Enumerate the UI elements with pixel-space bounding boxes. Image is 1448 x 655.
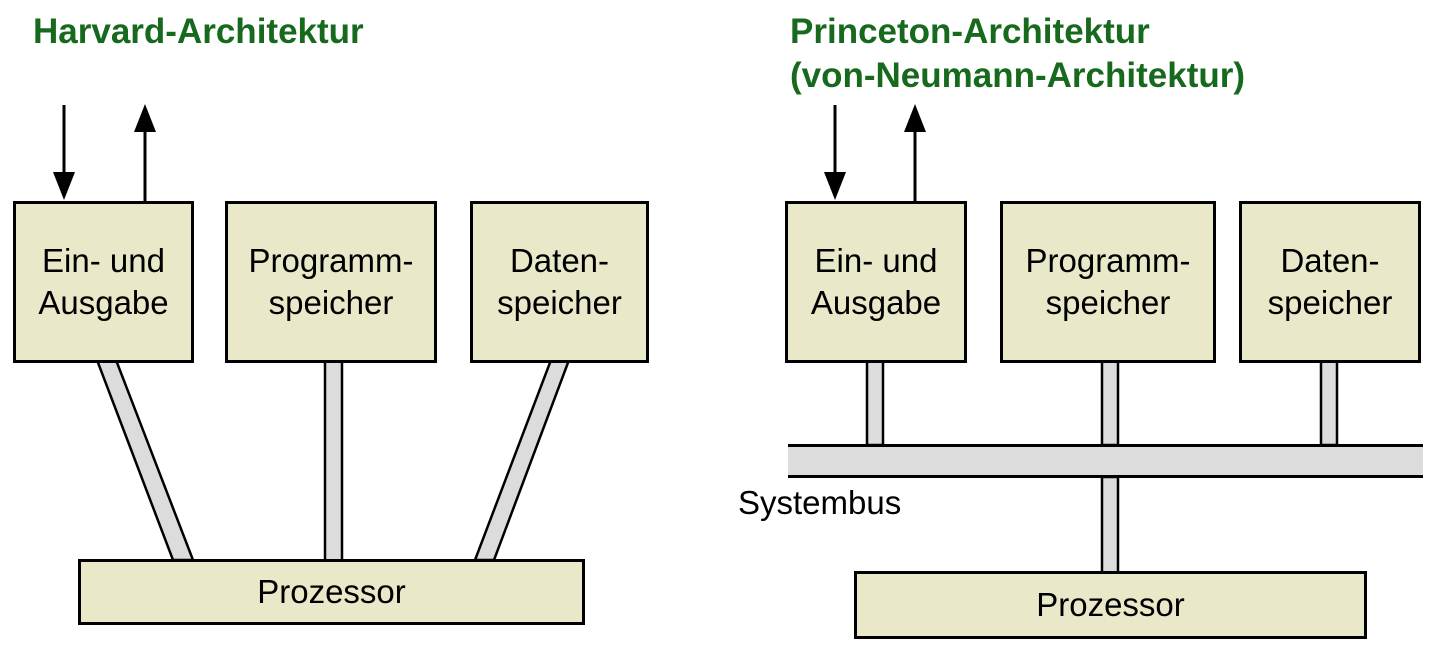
harvard-data-memory-label-line1: Daten- [509, 242, 610, 279]
harvard-program-memory-label-line1: Programm- [248, 242, 414, 279]
princeton-title-line1: Princeton-Architektur [790, 12, 1150, 51]
harvard-processor-box: Prozessor [78, 559, 585, 625]
harvard-program-memory-label-line2: speicher [268, 284, 394, 321]
princeton-program-memory-box: Programm- speicher [1000, 201, 1216, 363]
harvard-data-memory-label-line2: speicher [497, 284, 622, 321]
princeton-input-arrow-down-icon [824, 105, 846, 200]
princeton-program-bus-link [1100, 358, 1120, 447]
harvard-title: Harvard-Architektur [33, 12, 364, 51]
harvard-program-processor-link [323, 358, 344, 563]
harvard-output-arrow-up-icon [134, 104, 156, 201]
princeton-title: Princeton-Architektur (von-Neumann-Archi… [790, 10, 1245, 98]
princeton-io-bus-link [865, 358, 885, 447]
harvard-program-memory-box: Programm- speicher [225, 201, 437, 363]
princeton-io-box: Ein- und Ausgabe [785, 201, 967, 363]
princeton-data-bus-link [1319, 358, 1339, 447]
princeton-processor-label: Prozessor [1036, 586, 1185, 623]
harvard-io-processor-link [95, 358, 195, 562]
harvard-processor-label: Prozessor [257, 573, 406, 610]
system-bus [788, 444, 1423, 478]
harvard-io-box: Ein- und Ausgabe [13, 201, 194, 363]
harvard-data-memory-box: Daten- speicher [470, 201, 649, 363]
princeton-program-memory-label-line2: speicher [1045, 284, 1171, 321]
princeton-data-memory-label-line1: Daten- [1280, 242, 1380, 279]
princeton-title-line2: (von-Neumann-Architektur) [790, 56, 1246, 95]
princeton-data-memory-label-line2: speicher [1267, 284, 1393, 321]
princeton-program-memory-label-line1: Programm- [1025, 242, 1191, 279]
princeton-bus-processor-link [1100, 475, 1120, 575]
harvard-input-arrow-down-icon [53, 105, 75, 200]
princeton-output-arrow-up-icon [904, 104, 926, 201]
harvard-io-box-label-line1: Ein- und [42, 242, 165, 279]
harvard-data-processor-link [473, 358, 571, 562]
harvard-io-box-label-line2: Ausgabe [38, 284, 169, 321]
princeton-data-memory-box: Daten- speicher [1239, 201, 1421, 363]
princeton-io-box-label-line1: Ein- und [814, 242, 938, 279]
princeton-io-box-label-line2: Ausgabe [810, 284, 942, 321]
systembus-label: Systembus [738, 484, 902, 521]
princeton-processor-box: Prozessor [854, 571, 1367, 639]
